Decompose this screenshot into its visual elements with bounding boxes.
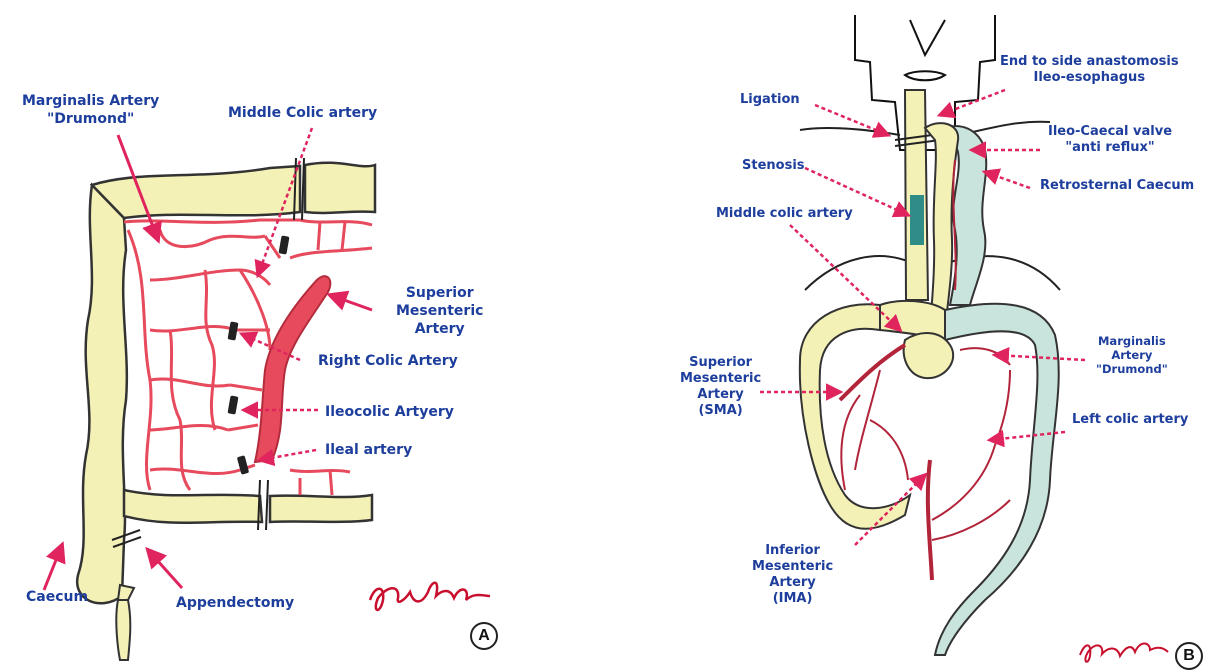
label-line: Mesenteric [752, 559, 833, 575]
label-line: "anti reflux" [1048, 140, 1172, 156]
label-inferior-mesenteric-artery: Inferior Mesenteric Artery (IMA) [752, 543, 833, 607]
label-superior-mesenteric-artery-a: Superior Mesenteric Artery [396, 284, 483, 338]
arrow-appendectomy [148, 550, 182, 588]
label-line: Artery [680, 387, 761, 403]
signature-b [1080, 644, 1168, 662]
label-line: Artery [1096, 348, 1168, 362]
label-ligation: Ligation [740, 92, 800, 108]
label-ileocolic-artery: Ileocolic Artyery [325, 403, 454, 421]
label-ileo-caecal-valve: Ileo-Caecal valve "anti reflux" [1048, 124, 1172, 156]
transverse-colon [92, 166, 300, 218]
label-retrosternal-caecum: Retrosternal Caecum [1040, 178, 1194, 194]
label-marginalis-artery-b: Marginalis Artery "Drumond" [1096, 334, 1168, 376]
label-line: Artery [752, 575, 833, 591]
label-caecum: Caecum [26, 588, 88, 606]
label-middle-colic-artery-a: Middle Colic artery [228, 104, 377, 122]
panel-a-drawing [44, 128, 490, 660]
label-line: "Drumond" [1096, 362, 1168, 376]
stenosis-segment [910, 195, 924, 245]
label-end-to-side-anastomosis: End to side anastomosis Ileo-esophagus [1000, 54, 1179, 86]
label-marginalis-artery-a: Marginalis Artery "Drumond" [22, 92, 159, 128]
label-middle-colic-artery-b: Middle colic artery [716, 206, 853, 222]
label-line: (SMA) [680, 403, 761, 419]
ileum-segment [270, 495, 372, 522]
arrow-ligation [815, 105, 888, 135]
panel-letter-a: A [470, 622, 498, 650]
transverse-colon-distal [305, 163, 375, 213]
small-bowel-loop [904, 333, 953, 378]
ascending-colon [77, 185, 127, 603]
signature-a [370, 583, 490, 610]
label-right-colic-artery: Right Colic Artery [318, 352, 458, 370]
label-line: Mesenteric [680, 371, 761, 387]
label-line: Ileo-esophagus [1000, 70, 1179, 86]
arrow-end-to-side [940, 90, 1005, 115]
arrow-caecum [44, 545, 62, 590]
label-line: Marginalis [1096, 334, 1168, 348]
label-line: Marginalis Artery [22, 92, 159, 110]
label-line: "Drumond" [22, 110, 159, 128]
arrow-retrosternal [985, 172, 1030, 188]
label-superior-mesenteric-artery-b: Superior Mesenteric Artery (SMA) [680, 355, 761, 419]
terminal-ileum [124, 490, 262, 523]
label-line: Superior [680, 355, 761, 371]
right-colon-loop [800, 304, 910, 529]
label-left-colic-artery: Left colic artery [1072, 412, 1188, 428]
label-appendectomy: Appendectomy [176, 594, 294, 612]
label-line: Ileo-Caecal valve [1048, 124, 1172, 140]
label-line: Inferior [752, 543, 833, 559]
label-line: Superior [396, 284, 483, 302]
panel-letter-b: B [1175, 642, 1203, 670]
label-line: End to side anastomosis [1000, 54, 1179, 70]
label-line: Mesenteric [396, 302, 483, 320]
label-line: (IMA) [752, 591, 833, 607]
label-line: Artery [396, 320, 483, 338]
label-stenosis: Stenosis [742, 158, 805, 174]
appendix [116, 585, 134, 660]
arrow-sma-a [330, 295, 372, 310]
label-ileal-artery: Ileal artery [325, 441, 412, 459]
